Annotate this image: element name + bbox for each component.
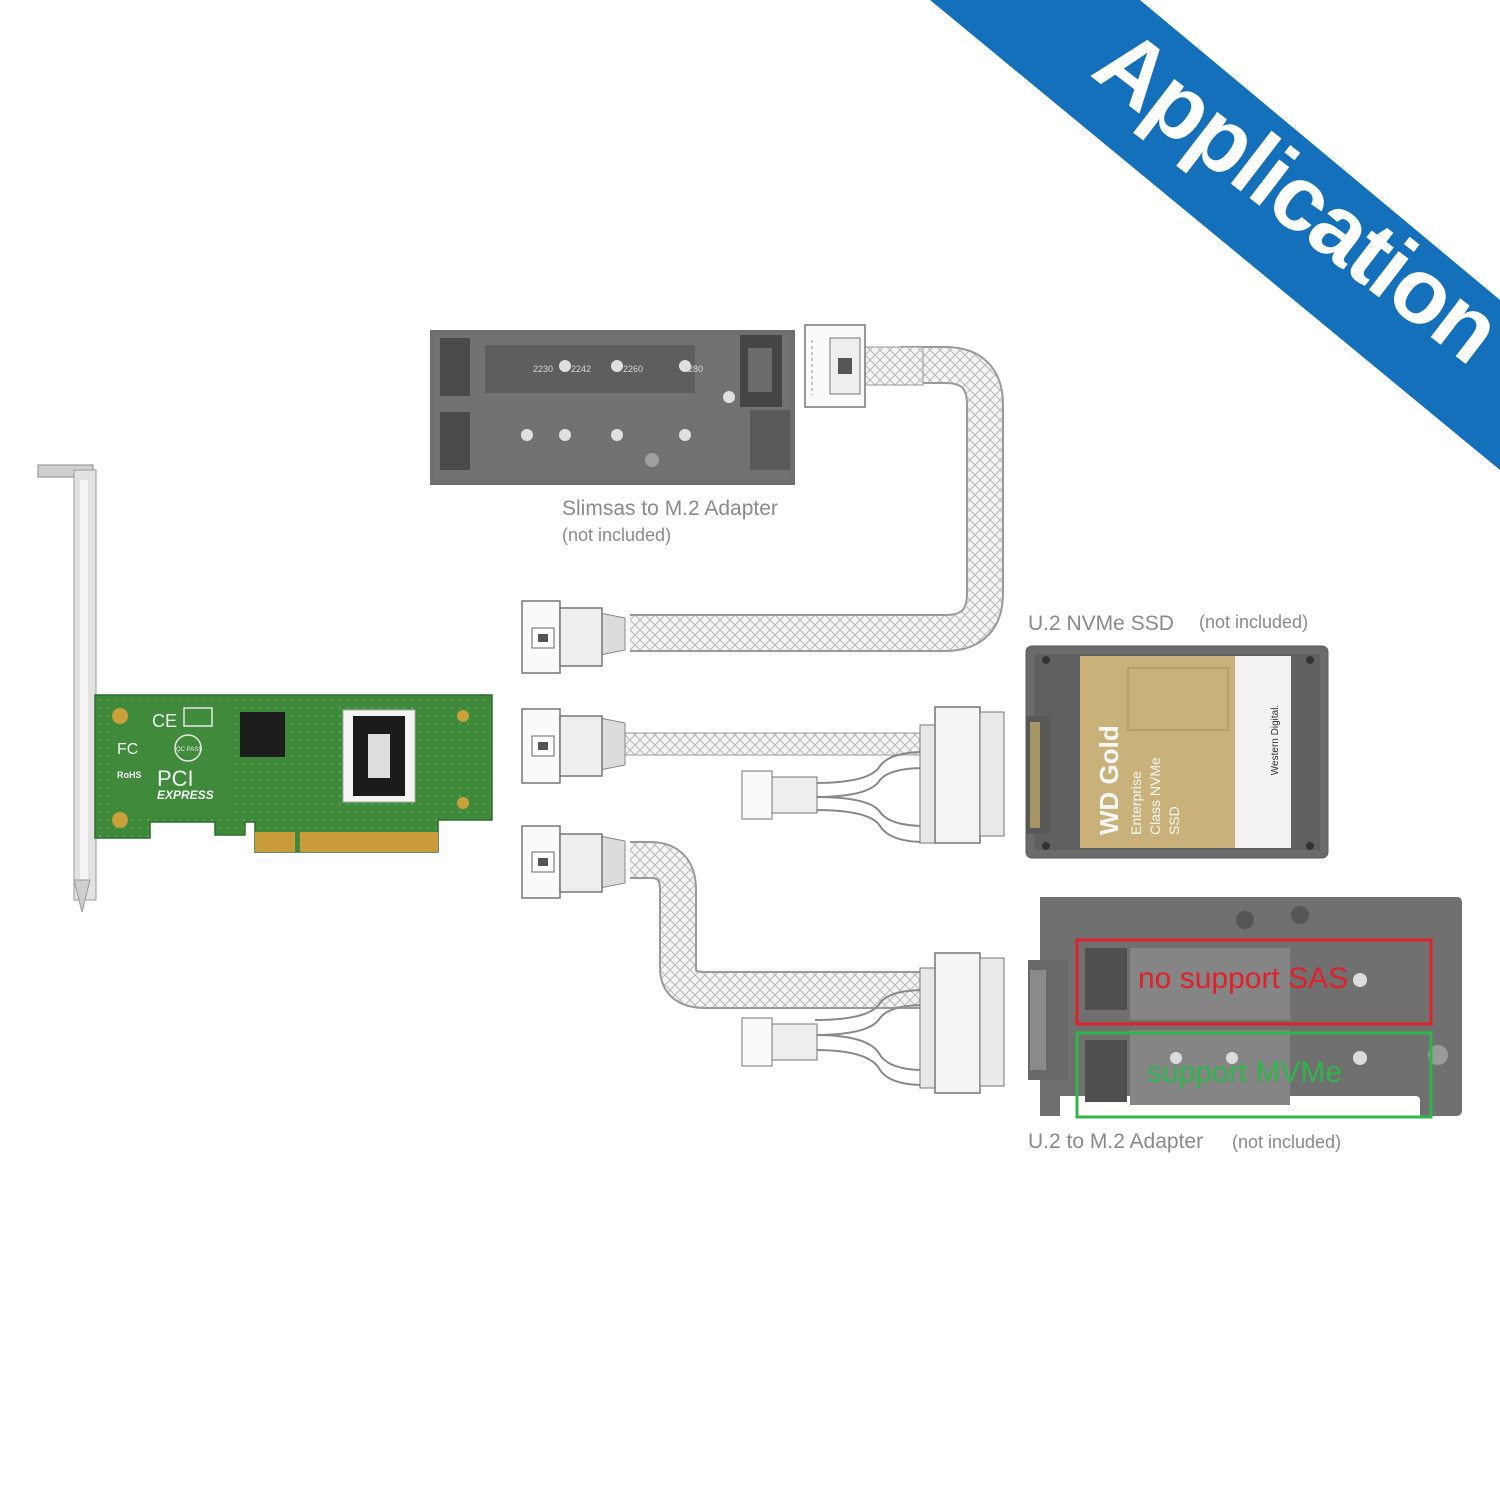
u2-ssd-note: (not included): [1199, 612, 1309, 632]
u2-m2-adapter-note: (not included): [1232, 1132, 1342, 1152]
no-sas-box: [1075, 938, 1433, 1026]
fc-mark: FC: [117, 741, 138, 758]
u2-ssd-caption: U.2 NVMe SSD: [1028, 612, 1174, 635]
ce-mark: CE: [152, 711, 177, 731]
slimsas-connector-1: [521, 600, 626, 674]
slimsas-adapter-note: (not included): [562, 525, 672, 545]
qc-pass-mark: QC PASS: [176, 747, 202, 753]
application-banner: [930, 0, 1500, 470]
u2-nvme-ssd: [1025, 645, 1329, 859]
cable-to-u2-ssd: [624, 732, 926, 843]
ssd-label-line2: Enterprise: [1128, 771, 1144, 835]
ssd-label-line3: Class NVMe: [1147, 757, 1163, 835]
slimsas-adapter-caption: Slimsas to M.2 Adapter: [562, 497, 778, 520]
pcie-express-text: EXPRESS: [157, 788, 214, 802]
m2-size-label-2: 2260: [623, 364, 643, 374]
ssd-brand: Western Digital.: [1270, 705, 1281, 775]
m2-size-label-1: 2280: [683, 364, 703, 374]
rohs-mark: RoHS: [117, 770, 142, 780]
nvme-label: support MVMe: [1147, 1056, 1343, 1089]
u2-cable-connector-2: [741, 952, 1005, 1094]
nvme-box: [1075, 1031, 1433, 1119]
m2-size-label-3: 2242: [571, 364, 591, 374]
slimsas-connector-3: [521, 825, 626, 899]
slimsas-m2-adapter-board: [430, 330, 795, 485]
pcie-bracket: [37, 464, 97, 913]
ssd-label-title: WD Gold: [1094, 725, 1124, 835]
u2-cable-connector-1: [741, 706, 1005, 844]
slimsas-connector-top: [804, 324, 866, 408]
slimsas-connector-2: [521, 708, 626, 784]
ssd-label-line4: SSD: [1166, 806, 1182, 835]
u2-m2-adapter-caption: U.2 to M.2 Adapter: [1028, 1130, 1204, 1153]
no-sas-label: no support SAS: [1138, 962, 1349, 995]
cable-slimsas-to-m2: [630, 346, 1004, 652]
u2-m2-adapter-board: [1028, 897, 1462, 1116]
pcie-card: [94, 694, 493, 853]
m2-size-label-4: 2230: [533, 364, 553, 374]
pcie-logo-text: PCI: [157, 766, 194, 791]
cable-to-u2-m2: [630, 841, 930, 1086]
